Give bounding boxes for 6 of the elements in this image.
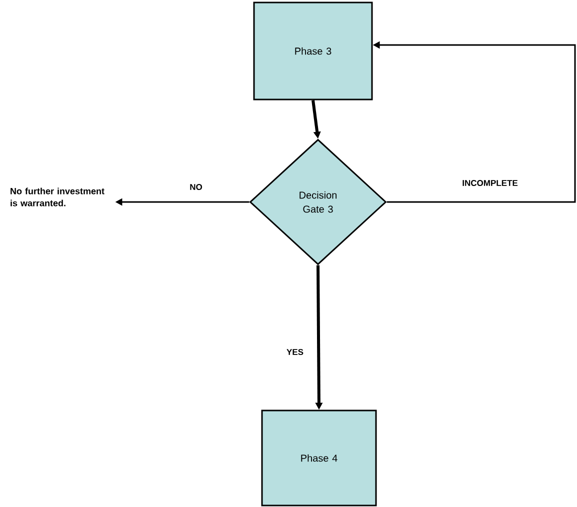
outcome-text: No further investment is warranted. bbox=[10, 188, 104, 206]
process-box: Phase 4 bbox=[261, 410, 377, 506]
edge-label: YES bbox=[286, 348, 304, 356]
process-box: Phase 3 bbox=[253, 2, 373, 100]
edge-label: INCOMPLETE bbox=[461, 179, 519, 187]
edge-label: NO bbox=[188, 183, 204, 191]
